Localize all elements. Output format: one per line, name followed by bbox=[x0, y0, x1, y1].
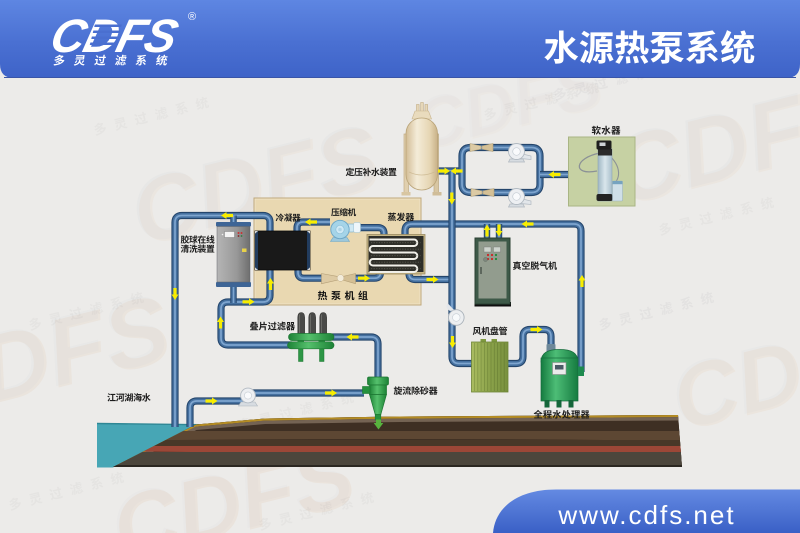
svg-text:®: ® bbox=[188, 11, 196, 23]
svg-text:www.cdfs.net: www.cdfs.net bbox=[557, 500, 735, 530]
